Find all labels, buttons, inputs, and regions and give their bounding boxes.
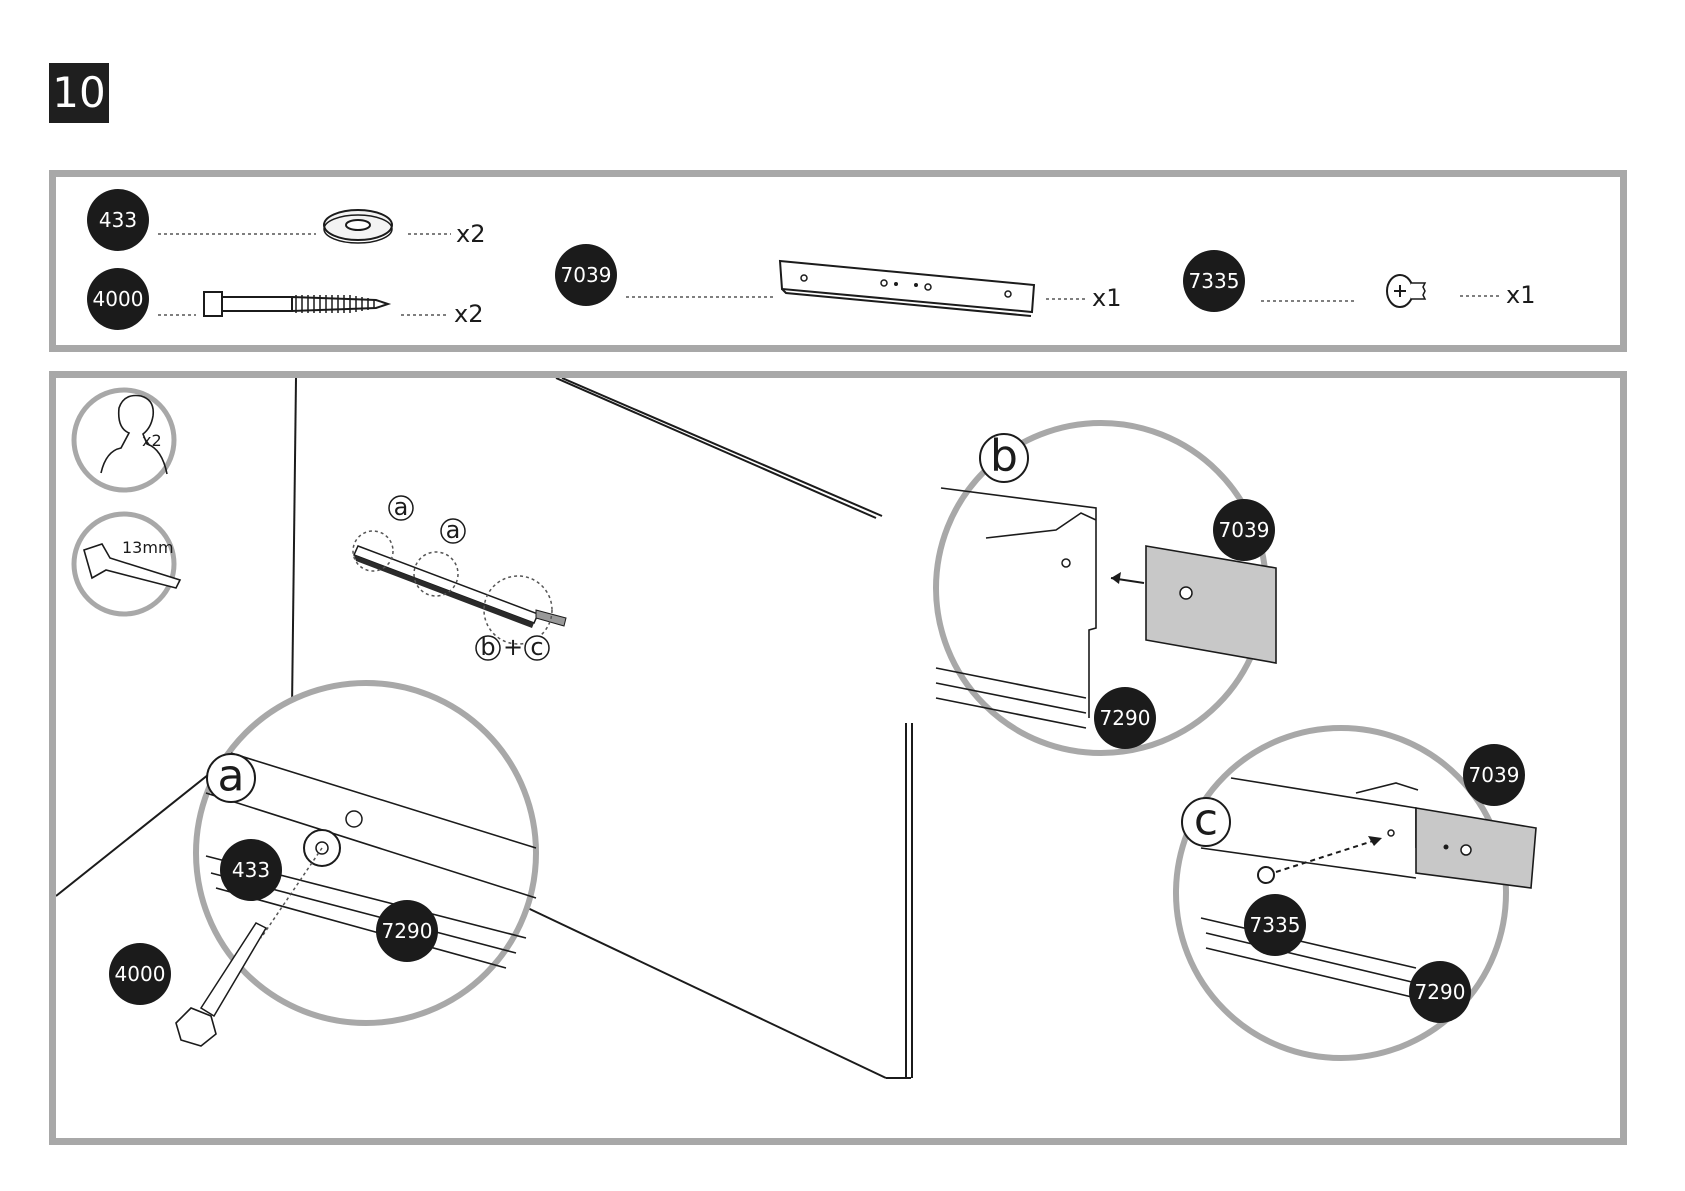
detail-a: a 433 4000 7290 xyxy=(109,683,536,1046)
svg-text:b: b xyxy=(990,431,1018,482)
detail-b: b 7039 7290 xyxy=(936,423,1276,753)
assembly-illustration-panel: x2 13mm a a b xyxy=(49,371,1627,1145)
parts-list-drawing: 433 x2 4000 x2 7039 xyxy=(56,177,1620,345)
callout-b-c: b + c xyxy=(476,633,549,661)
svg-text:7039: 7039 xyxy=(561,263,612,287)
svg-text:7290: 7290 xyxy=(1100,706,1151,730)
svg-text:7039: 7039 xyxy=(1219,518,1270,542)
callout-a-2: a xyxy=(441,516,465,544)
part-badge-7039: 7039 xyxy=(555,244,617,306)
svg-text:c: c xyxy=(1194,795,1218,846)
part-qty-433: x2 xyxy=(456,220,485,248)
svg-text:c: c xyxy=(530,633,543,661)
assembly-illustration: x2 13mm a a b xyxy=(56,378,1620,1138)
svg-text:x2: x2 xyxy=(142,431,162,450)
connector-plate-icon xyxy=(780,261,1034,316)
svg-text:433: 433 xyxy=(99,208,137,232)
step-number-badge: 10 xyxy=(49,63,109,123)
svg-text:7290: 7290 xyxy=(382,919,433,943)
svg-text:b: b xyxy=(480,633,495,661)
svg-text:13mm: 13mm xyxy=(122,538,174,557)
svg-text:7290: 7290 xyxy=(1415,980,1466,1004)
part-qty-7039: x1 xyxy=(1092,284,1121,312)
part-qty-7335: x1 xyxy=(1506,281,1535,309)
svg-text:a: a xyxy=(218,751,245,802)
part-badge-433: 433 xyxy=(87,189,149,251)
part-badge-7335: 7335 xyxy=(1183,250,1245,312)
svg-text:a: a xyxy=(446,516,461,544)
part-qty-4000: x2 xyxy=(454,300,483,328)
svg-text:7335: 7335 xyxy=(1250,913,1301,937)
svg-text:433: 433 xyxy=(232,858,270,882)
persons-required-icon: x2 xyxy=(74,390,174,490)
parts-list-panel: 433 x2 4000 x2 7039 xyxy=(49,170,1627,352)
washer-icon xyxy=(324,210,392,243)
part-badge-4000: 4000 xyxy=(87,268,149,330)
overview-beam: a a b + c xyxy=(353,493,566,661)
svg-text:4000: 4000 xyxy=(115,962,166,986)
lag-screw-icon xyxy=(204,292,388,316)
svg-text:a: a xyxy=(394,493,409,521)
svg-text:7039: 7039 xyxy=(1469,763,1520,787)
svg-text:7335: 7335 xyxy=(1189,269,1240,293)
svg-text:+: + xyxy=(503,633,523,661)
callout-a-1: a xyxy=(389,493,413,521)
wrench-size-icon: 13mm xyxy=(74,514,180,614)
self-tapping-screw-icon xyxy=(1387,275,1425,307)
svg-text:4000: 4000 xyxy=(93,287,144,311)
detail-c: c 7039 7335 7290 xyxy=(1176,728,1536,1058)
